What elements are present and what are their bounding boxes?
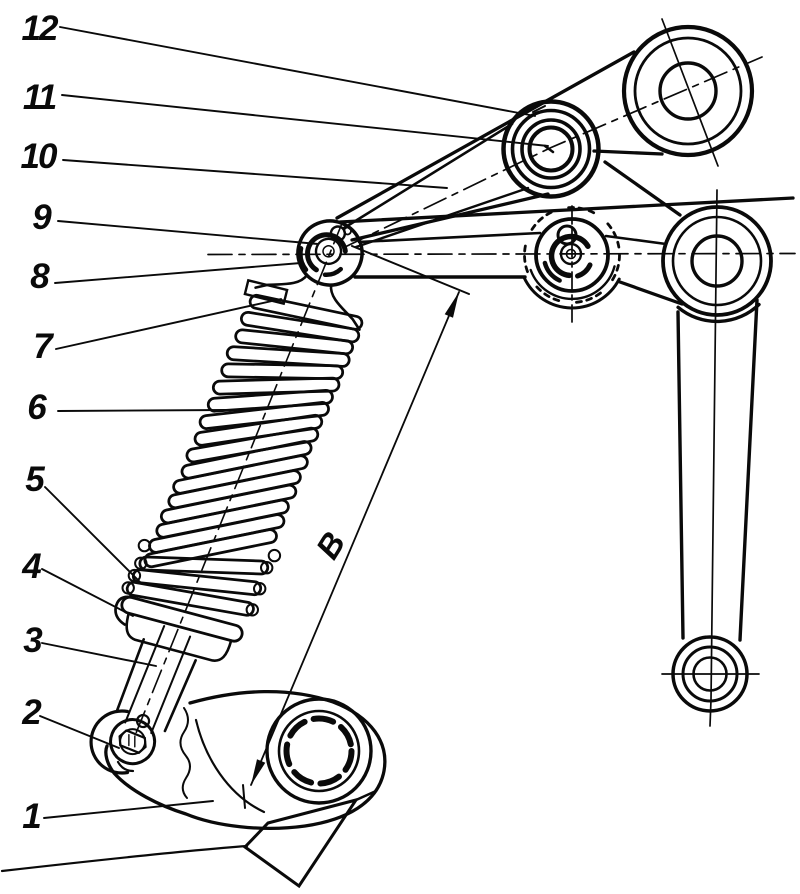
svg-text:3: 3 <box>23 621 43 660</box>
svg-text:7: 7 <box>33 327 54 366</box>
svg-text:1: 1 <box>22 797 41 836</box>
svg-text:10: 10 <box>21 137 58 176</box>
svg-text:11: 11 <box>23 78 56 117</box>
svg-text:8: 8 <box>30 257 50 296</box>
svg-text:5: 5 <box>25 460 45 499</box>
svg-text:6: 6 <box>27 388 47 427</box>
svg-text:12: 12 <box>22 9 59 48</box>
svg-text:2: 2 <box>21 693 42 732</box>
svg-text:9: 9 <box>32 198 52 237</box>
svg-text:4: 4 <box>21 547 41 586</box>
